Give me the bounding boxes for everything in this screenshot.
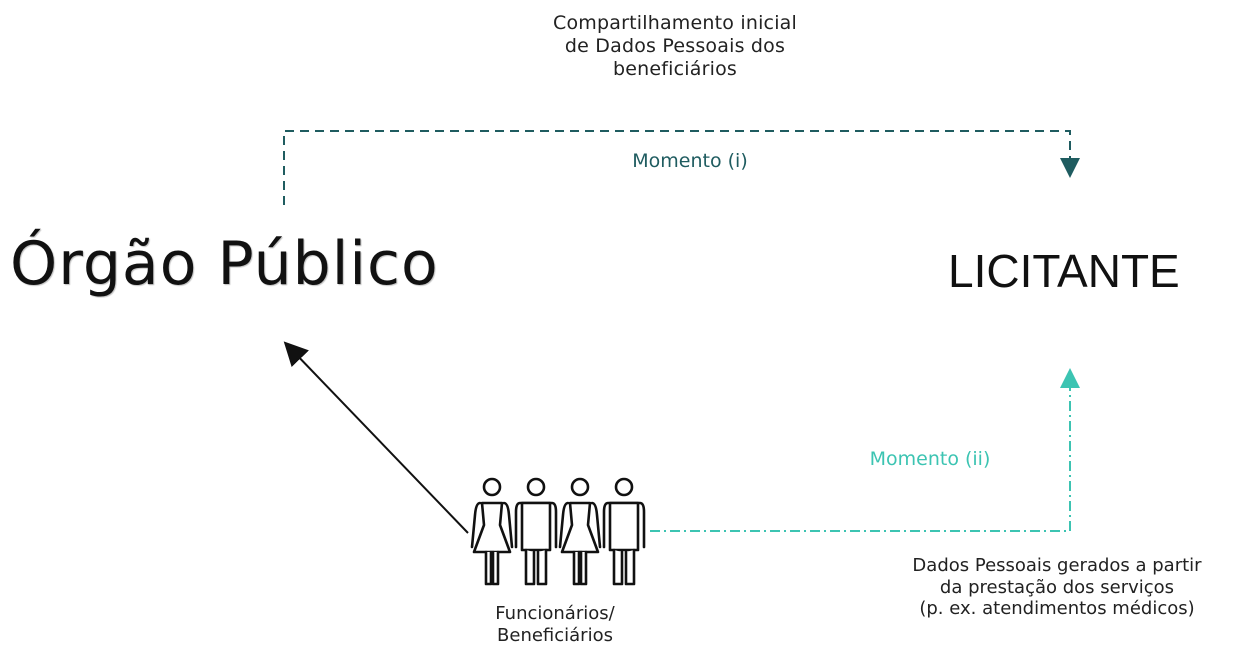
orgao-publico-title: Órgão Público xyxy=(10,229,439,299)
caption-line: de Dados Pessoais dos xyxy=(564,34,786,57)
initial-sharing-caption: Compartilhamento inicial de Dados Pessoa… xyxy=(495,12,855,80)
person-woman-icon xyxy=(470,477,514,586)
person-woman-icon xyxy=(558,477,602,586)
caption-line: da prestação dos serviços xyxy=(939,576,1175,598)
caption-line: Beneficiários xyxy=(497,624,613,646)
moment-i-label: Momento (i) xyxy=(632,150,748,172)
caption-line: beneficiários xyxy=(612,57,738,80)
group-of-people-icon xyxy=(470,477,646,586)
moment-i-connector xyxy=(283,130,1080,205)
moment-ii-label: Momento (ii) xyxy=(869,448,991,470)
person-man-icon xyxy=(602,477,646,586)
caption-line: Funcionários/ xyxy=(495,603,615,624)
moment-ii-connector xyxy=(650,368,1080,532)
people-caption: Funcionários/ Beneficiários xyxy=(420,603,690,646)
caption-line: Compartilhamento inicial xyxy=(552,12,797,34)
licitante-title: LICITANTE xyxy=(948,245,1180,297)
person-man-icon xyxy=(514,477,558,586)
caption-line: (p. ex. atendimentos médicos) xyxy=(919,598,1195,620)
generated-data-caption: Dados Pessoais gerados a partir da prest… xyxy=(872,555,1242,620)
caption-line: Dados Pessoais gerados a partir xyxy=(912,555,1202,576)
people-to-orgao-arrow xyxy=(283,341,469,534)
